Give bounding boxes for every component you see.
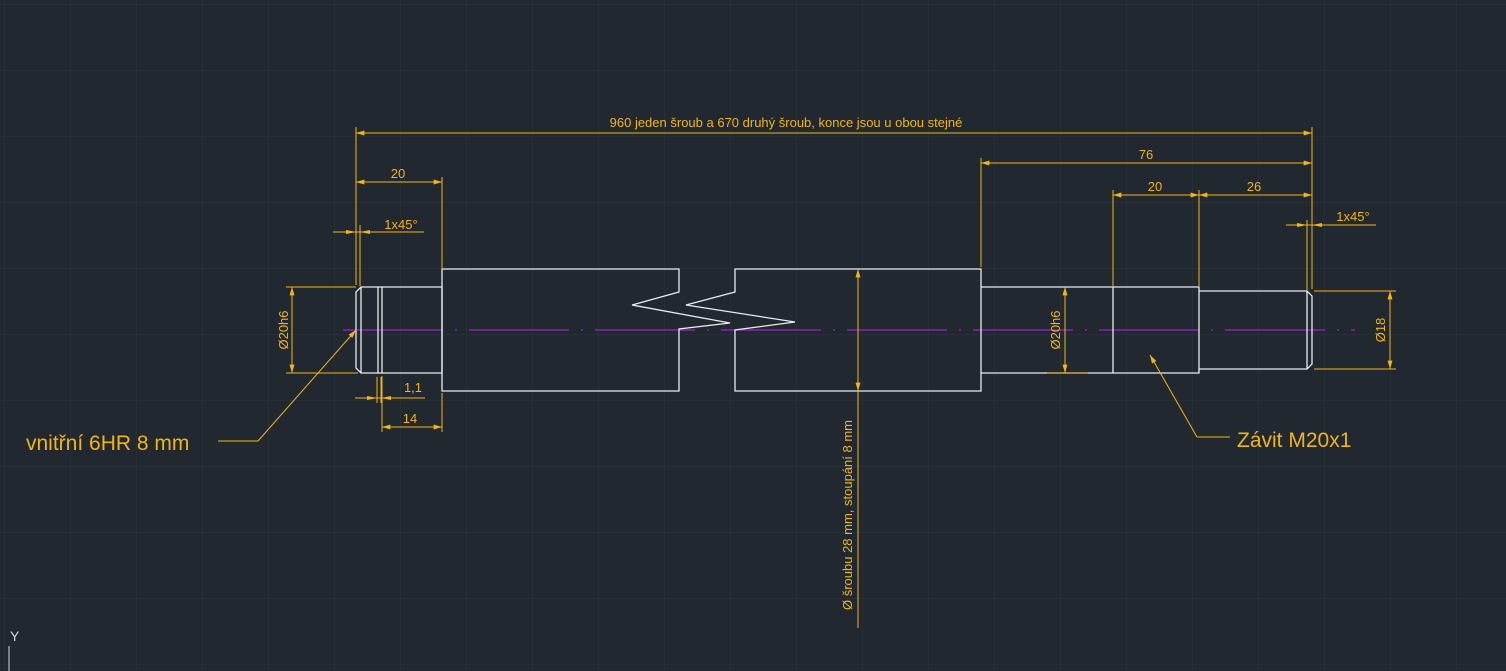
ucs-icon: Y (8, 628, 20, 671)
ucs-y-label: Y (10, 628, 20, 644)
left-diameter-dimension: Ø20h6 (276, 310, 291, 349)
leader-left[interactable]: vnitřní 6HR 8 mm (26, 329, 357, 455)
end-length-dimension: 26 (1247, 179, 1261, 194)
shaft-geometry[interactable] (355, 268, 1313, 392)
left-end-length-dimension: 20 (391, 166, 405, 181)
leader-right[interactable]: Závit M20x1 (1149, 354, 1351, 452)
right-end-length-dimension: 76 (1139, 147, 1153, 162)
screw-diameter-dimension: Ø šroubu 28 mm, stoupání 8 mm (840, 420, 855, 610)
right-chamfer-dimension: 1x45° (1336, 209, 1369, 224)
leader-right-note: Závit M20x1 (1237, 429, 1351, 452)
thread-length-dimension: 20 (1148, 179, 1162, 194)
end-diameter-dimension: Ø18 (1373, 318, 1388, 343)
left-chamfer-dimension: 1x45° (384, 217, 417, 232)
overall-length-dimension: 960 jeden šroub a 670 druhý šroub, konce… (610, 115, 963, 130)
seat-length-dimension: 14 (403, 411, 417, 426)
leader-left-note: vnitřní 6HR 8 mm (26, 432, 189, 455)
groove-width-dimension: 1,1 (404, 380, 422, 395)
right-seat-diameter-dimension: Ø20h6 (1048, 310, 1063, 349)
dimensions[interactable]: 960 jeden šroub a 670 druhý šroub, konce… (276, 115, 1396, 628)
